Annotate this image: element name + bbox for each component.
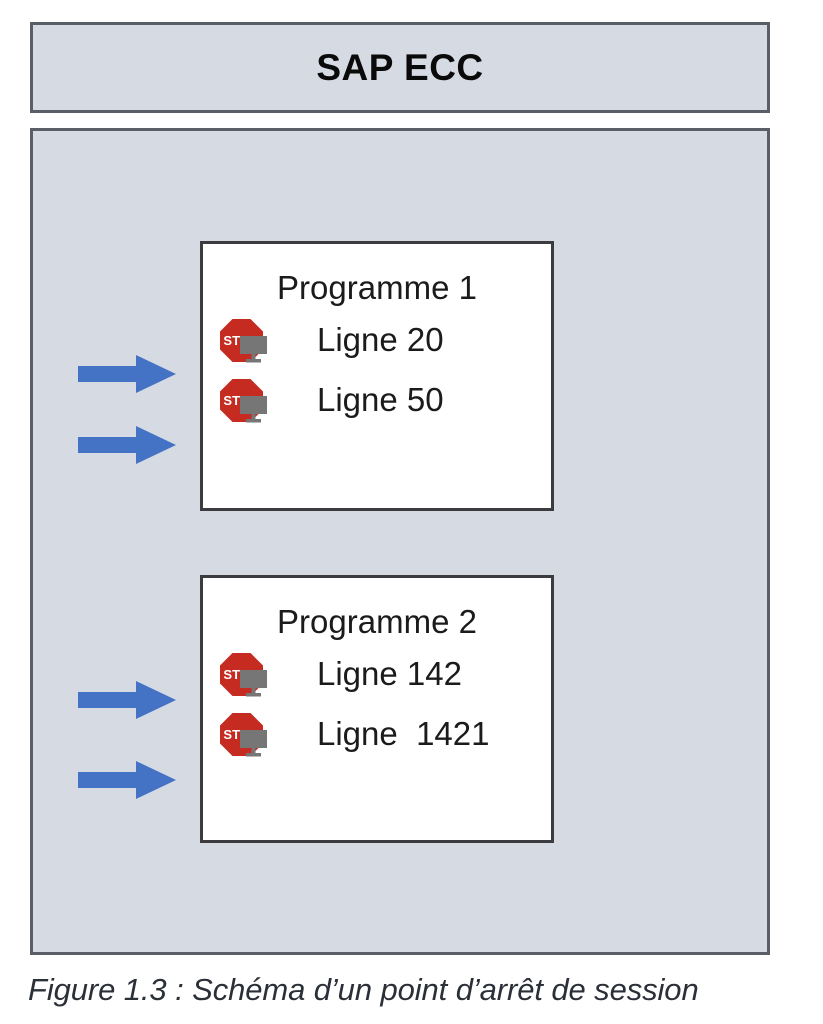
arrow-right-icon bbox=[78, 681, 176, 719]
breakpoint-row[interactable]: STOP Ligne 142 bbox=[203, 644, 551, 704]
arrow-right-icon bbox=[78, 761, 176, 799]
breakpoint-label: Ligne 142 bbox=[317, 655, 462, 693]
breakpoint-stop-icon: STOP bbox=[220, 653, 267, 697]
arrow-right-icon bbox=[78, 355, 176, 393]
breakpoint-row[interactable]: STOP Ligne 1421 bbox=[203, 704, 551, 764]
figure-caption: Figure 1.3 : Schéma d’un point d’arrêt d… bbox=[28, 972, 699, 1007]
program-title: Programme 2 bbox=[277, 603, 477, 640]
program-box: Programme 1 STOP Ligne 20 STOP Ligne 50 bbox=[200, 241, 554, 511]
breakpoint-row[interactable]: STOP Ligne 50 bbox=[203, 370, 551, 430]
session-panel: Programme 1 STOP Ligne 20 STOP Ligne 50 bbox=[30, 128, 770, 955]
breakpoint-stop-icon: STOP bbox=[220, 319, 267, 363]
breakpoint-label: Ligne 50 bbox=[317, 381, 444, 419]
breakpoint-label: Ligne 20 bbox=[317, 321, 444, 359]
arrow-right-icon bbox=[78, 426, 176, 464]
program-box: Programme 2 STOP Ligne 142 STOP Ligne 14… bbox=[200, 575, 554, 843]
breakpoint-row[interactable]: STOP Ligne 20 bbox=[203, 310, 551, 370]
breakpoint-stop-icon: STOP bbox=[220, 713, 267, 757]
sap-ecc-title: SAP ECC bbox=[316, 46, 484, 88]
program-title: Programme 1 bbox=[277, 269, 477, 306]
breakpoint-stop-icon: STOP bbox=[220, 379, 267, 423]
sap-ecc-header-panel: SAP ECC bbox=[30, 22, 770, 113]
breakpoint-label: Ligne 1421 bbox=[317, 715, 490, 753]
